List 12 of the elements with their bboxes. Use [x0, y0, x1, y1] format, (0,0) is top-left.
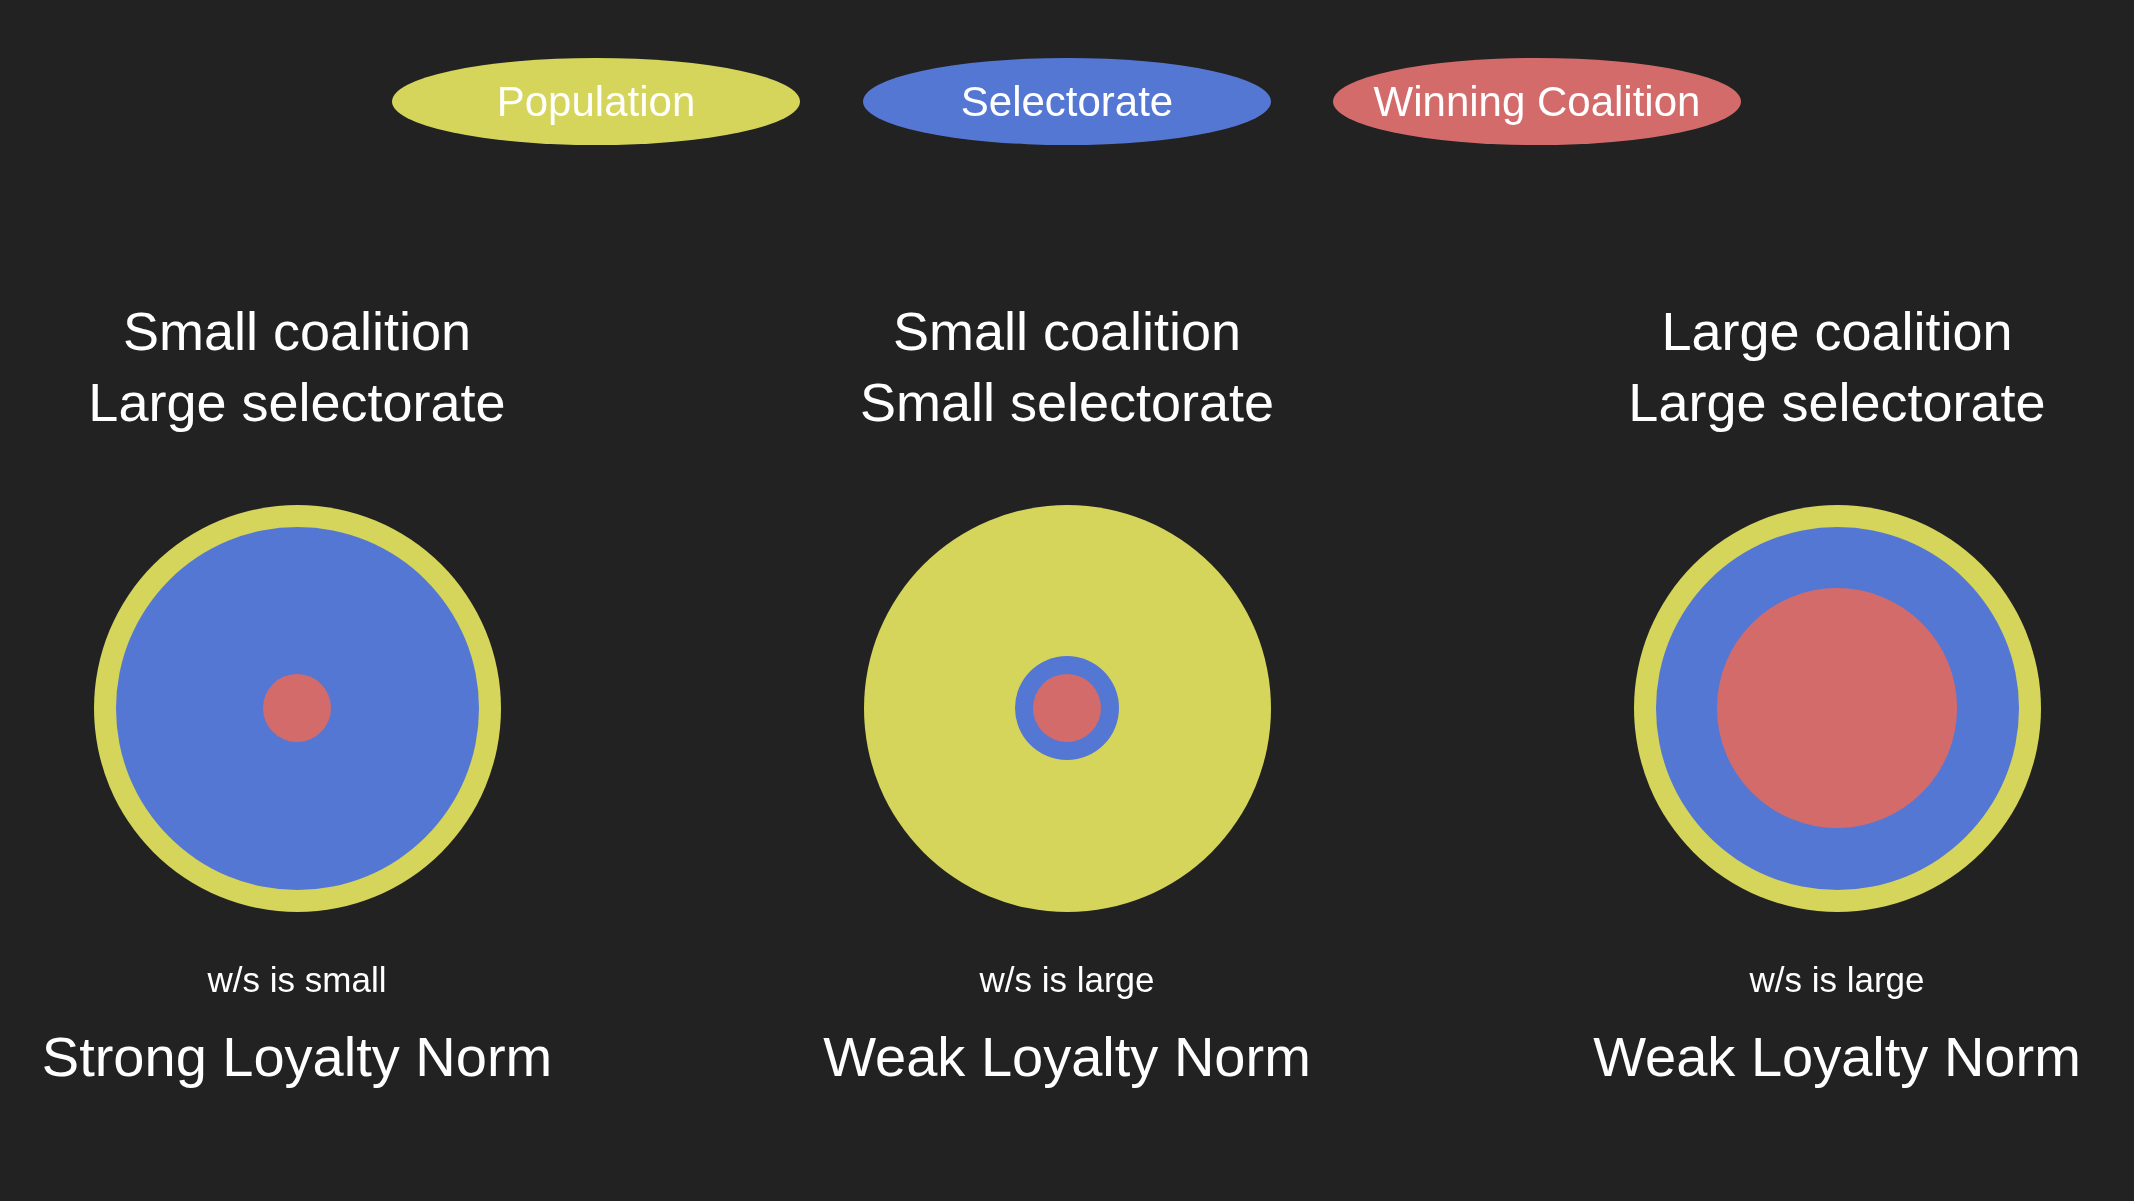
- ratio-caption: w/s is large: [1749, 960, 1925, 1000]
- legend-pill: Population: [392, 58, 800, 145]
- scenario-heading: Small coalition Large selectorate: [87, 300, 507, 434]
- scenario-heading: Large coalition Large selectorate: [1627, 300, 2047, 434]
- ratio-caption: w/s is large: [979, 960, 1155, 1000]
- legend-pill: Selectorate: [863, 58, 1271, 145]
- ratio-caption: w/s is small: [207, 960, 387, 1000]
- loyalty-norm-label: Weak Loyalty Norm: [823, 1024, 1311, 1090]
- scenario-heading: Small coalition Small selectorate: [858, 300, 1276, 434]
- loyalty-norm-label: Strong Loyalty Norm: [41, 1024, 553, 1090]
- loyalty-norm-label: Weak Loyalty Norm: [1593, 1024, 2081, 1090]
- legend-pill: Winning Coalition: [1333, 58, 1741, 145]
